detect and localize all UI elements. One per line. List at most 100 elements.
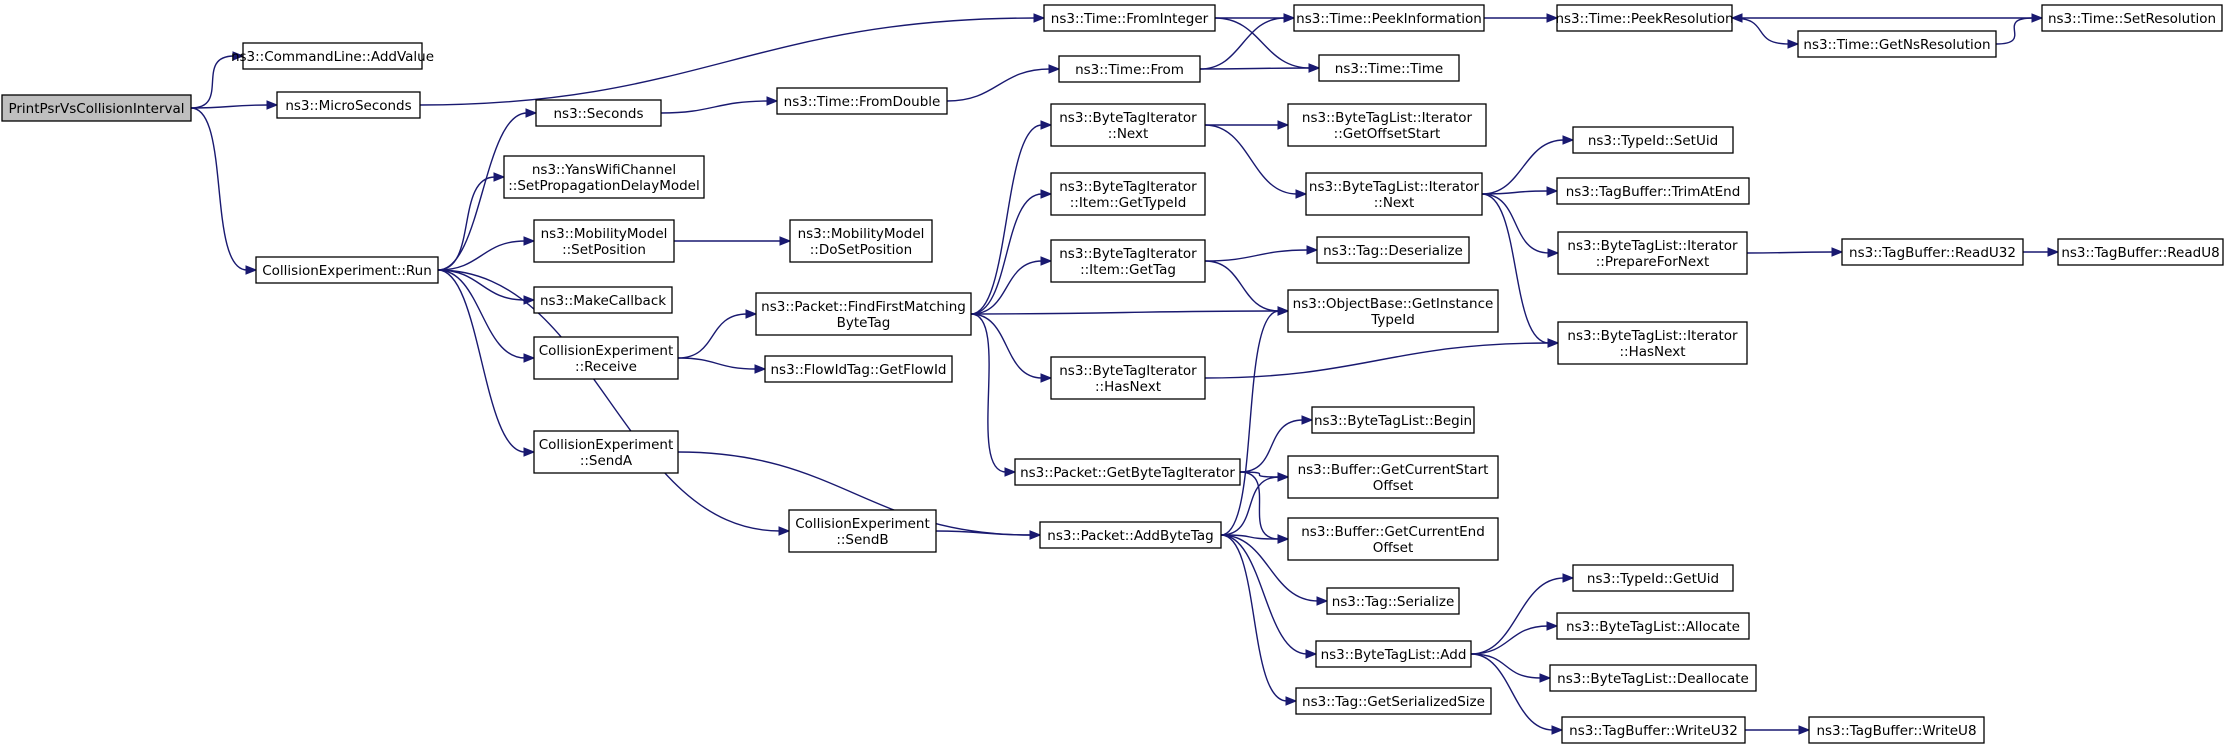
graph-edge [660,96,779,114]
graph-node[interactable]: ns3::MicroSeconds [276,91,421,119]
node-label: CollisionExperiment [795,516,930,532]
edge-arrowhead [1546,13,1559,23]
edge-arrowhead [1831,247,1844,257]
graph-node[interactable]: ns3::ByteTagIterator::Next [1050,103,1206,147]
graph-node[interactable]: ns3::Tag::Serialize [1326,587,1460,615]
node-label: ns3::MobilityModel [798,226,925,242]
graph-node[interactable]: ns3::TagBuffer::ReadU32 [1841,238,2024,266]
graph-node[interactable]: ns3::Packet::GetByteTagIterator [1014,458,1241,486]
graph-edge [190,51,245,109]
graph-node[interactable]: ns3::Time::PeekResolution [1555,4,1734,32]
edge-arrowhead [2031,13,2044,23]
node-label: ::GetOffsetStart [1334,126,1441,142]
edge-arrowhead [1004,467,1017,477]
graph-node[interactable]: ns3::ByteTagList::Iterator::PrepareForNe… [1557,231,1748,275]
graph-edge [677,357,767,374]
graph-node[interactable]: CollisionExperiment::SendB [788,509,937,553]
graph-edge [437,269,536,305]
node-box [1808,716,1985,744]
graph-node[interactable]: ns3::Time::PeekInformation [1293,4,1485,32]
edge-arrowhead [1040,120,1053,130]
node-box [1050,356,1206,400]
node-label: ns3::Time::GetNsResolution [1803,37,1990,53]
graph-edge [970,306,1290,316]
graph-node[interactable]: ns3::Seconds [535,99,662,127]
edge-line [1470,577,1565,655]
node-label: CollisionExperiment [539,437,674,453]
node-box [1797,30,1997,58]
graph-node[interactable]: ns3::Time::SetResolution [2041,4,2223,32]
edge-line [1746,251,1834,254]
graph-node[interactable]: ns3::TagBuffer::ReadU8 [2057,238,2224,266]
graph-node[interactable]: ns3::Time::FromInteger [1043,4,1216,32]
edge-arrowhead [1295,189,1308,199]
graph-node[interactable]: ns3::ByteTagList::Iterator::HasNext [1557,321,1748,365]
edge-arrowhead [1305,649,1318,659]
graph-node[interactable]: ns3::Time::FromDouble [776,87,948,115]
graph-node[interactable]: ns3::ByteTagList::Allocate [1556,612,1750,640]
node-label: ns3::Time::FromInteger [1051,11,1209,27]
graph-edge [1995,13,2044,45]
edge-arrowhead [1547,248,1560,258]
edge-line [437,240,526,271]
graph-node[interactable]: ns3::ByteTagIterator::Item::GetTypeId [1050,172,1206,216]
edge-line [1239,419,1304,473]
graph-node[interactable]: CollisionExperiment::SendA [533,430,679,474]
graph-node[interactable]: ns3::TypeId::SetUid [1572,126,1734,154]
graph-node[interactable]: ns3::ByteTagList::Begin [1311,406,1475,434]
node-label: ::Item::GetTag [1080,262,1176,278]
node-box [535,99,662,127]
graph-edge [437,269,536,363]
graph-node[interactable]: ns3::TagBuffer::WriteU32 [1561,716,1746,744]
graph-node[interactable]: ns3::YansWifiChannel::SetPropagationDela… [503,155,705,199]
edge-line [946,68,1051,102]
graph-node[interactable]: ns3::ByteTagIterator::Item::GetTag [1050,239,1206,283]
graph-node[interactable]: ns3::Packet::AddByteTag [1039,521,1222,549]
edge-line [1220,534,1319,602]
edge-layer [190,13,2060,735]
edge-line [190,107,248,271]
graph-edge [970,313,1053,383]
graph-node[interactable]: CollisionExperiment::Run [255,256,439,284]
graph-node[interactable]: ns3::ByteTagList::Iterator::Next [1305,172,1483,216]
graph-node[interactable]: ns3::TypeId::GetUid [1572,564,1734,592]
graph-node[interactable]: ns3::ByteTagList::Deallocate [1549,664,1757,692]
graph-node[interactable]: ns3::TagBuffer::WriteU8 [1808,716,1985,744]
edge-line [1470,653,1542,679]
node-box [533,336,679,380]
graph-node[interactable]: ns3::ByteTagIterator::HasNext [1050,356,1206,400]
graph-node[interactable]: ns3::CommandLine::AddValue [231,42,434,70]
graph-node[interactable]: ns3::MakeCallback [533,286,673,314]
node-box [1561,716,1746,744]
graph-node[interactable]: CollisionExperiment::Receive [533,336,679,380]
graph-node[interactable]: ns3::TagBuffer::TrimAtEnd [1556,177,1750,205]
graph-node[interactable]: ns3::Time::GetNsResolution [1797,30,1997,58]
edge-line [190,55,235,109]
node-label: ns3::TagBuffer::WriteU32 [1569,723,1738,739]
graph-node[interactable]: ns3::ByteTagList::Add [1315,640,1472,668]
graph-edge [1204,260,1290,316]
edge-line [419,17,1036,106]
graph-node[interactable]: ns3::MobilityModel::SetPosition [533,219,675,263]
graph-node[interactable]: ns3::Tag::GetSerializedSize [1295,687,1492,715]
graph-node[interactable]: ns3::Tag::Deserialize [1316,236,1470,264]
node-box [1841,238,2024,266]
edge-arrowhead [1547,338,1560,348]
node-box [1287,289,1499,333]
graph-node[interactable]: PrintPsrVsCollisionInterval [1,94,192,122]
edge-arrowhead [266,100,279,110]
graph-node[interactable]: ns3::MobilityModel::DoSetPosition [789,219,933,263]
node-box [1014,458,1241,486]
graph-node[interactable]: ns3::Time::From [1058,55,1201,83]
graph-node[interactable]: ns3::ByteTagList::Iterator::GetOffsetSta… [1287,103,1487,147]
graph-node[interactable]: ns3::FlowIdTag::GetFlowId [764,355,953,383]
graph-edge [419,13,1046,106]
node-label: ns3::Time::From [1075,62,1184,78]
node-label: ::SetPropagationDelayModel [508,178,699,194]
graph-node[interactable]: ns3::Time::Time [1318,54,1460,82]
node-box [1556,177,1750,205]
